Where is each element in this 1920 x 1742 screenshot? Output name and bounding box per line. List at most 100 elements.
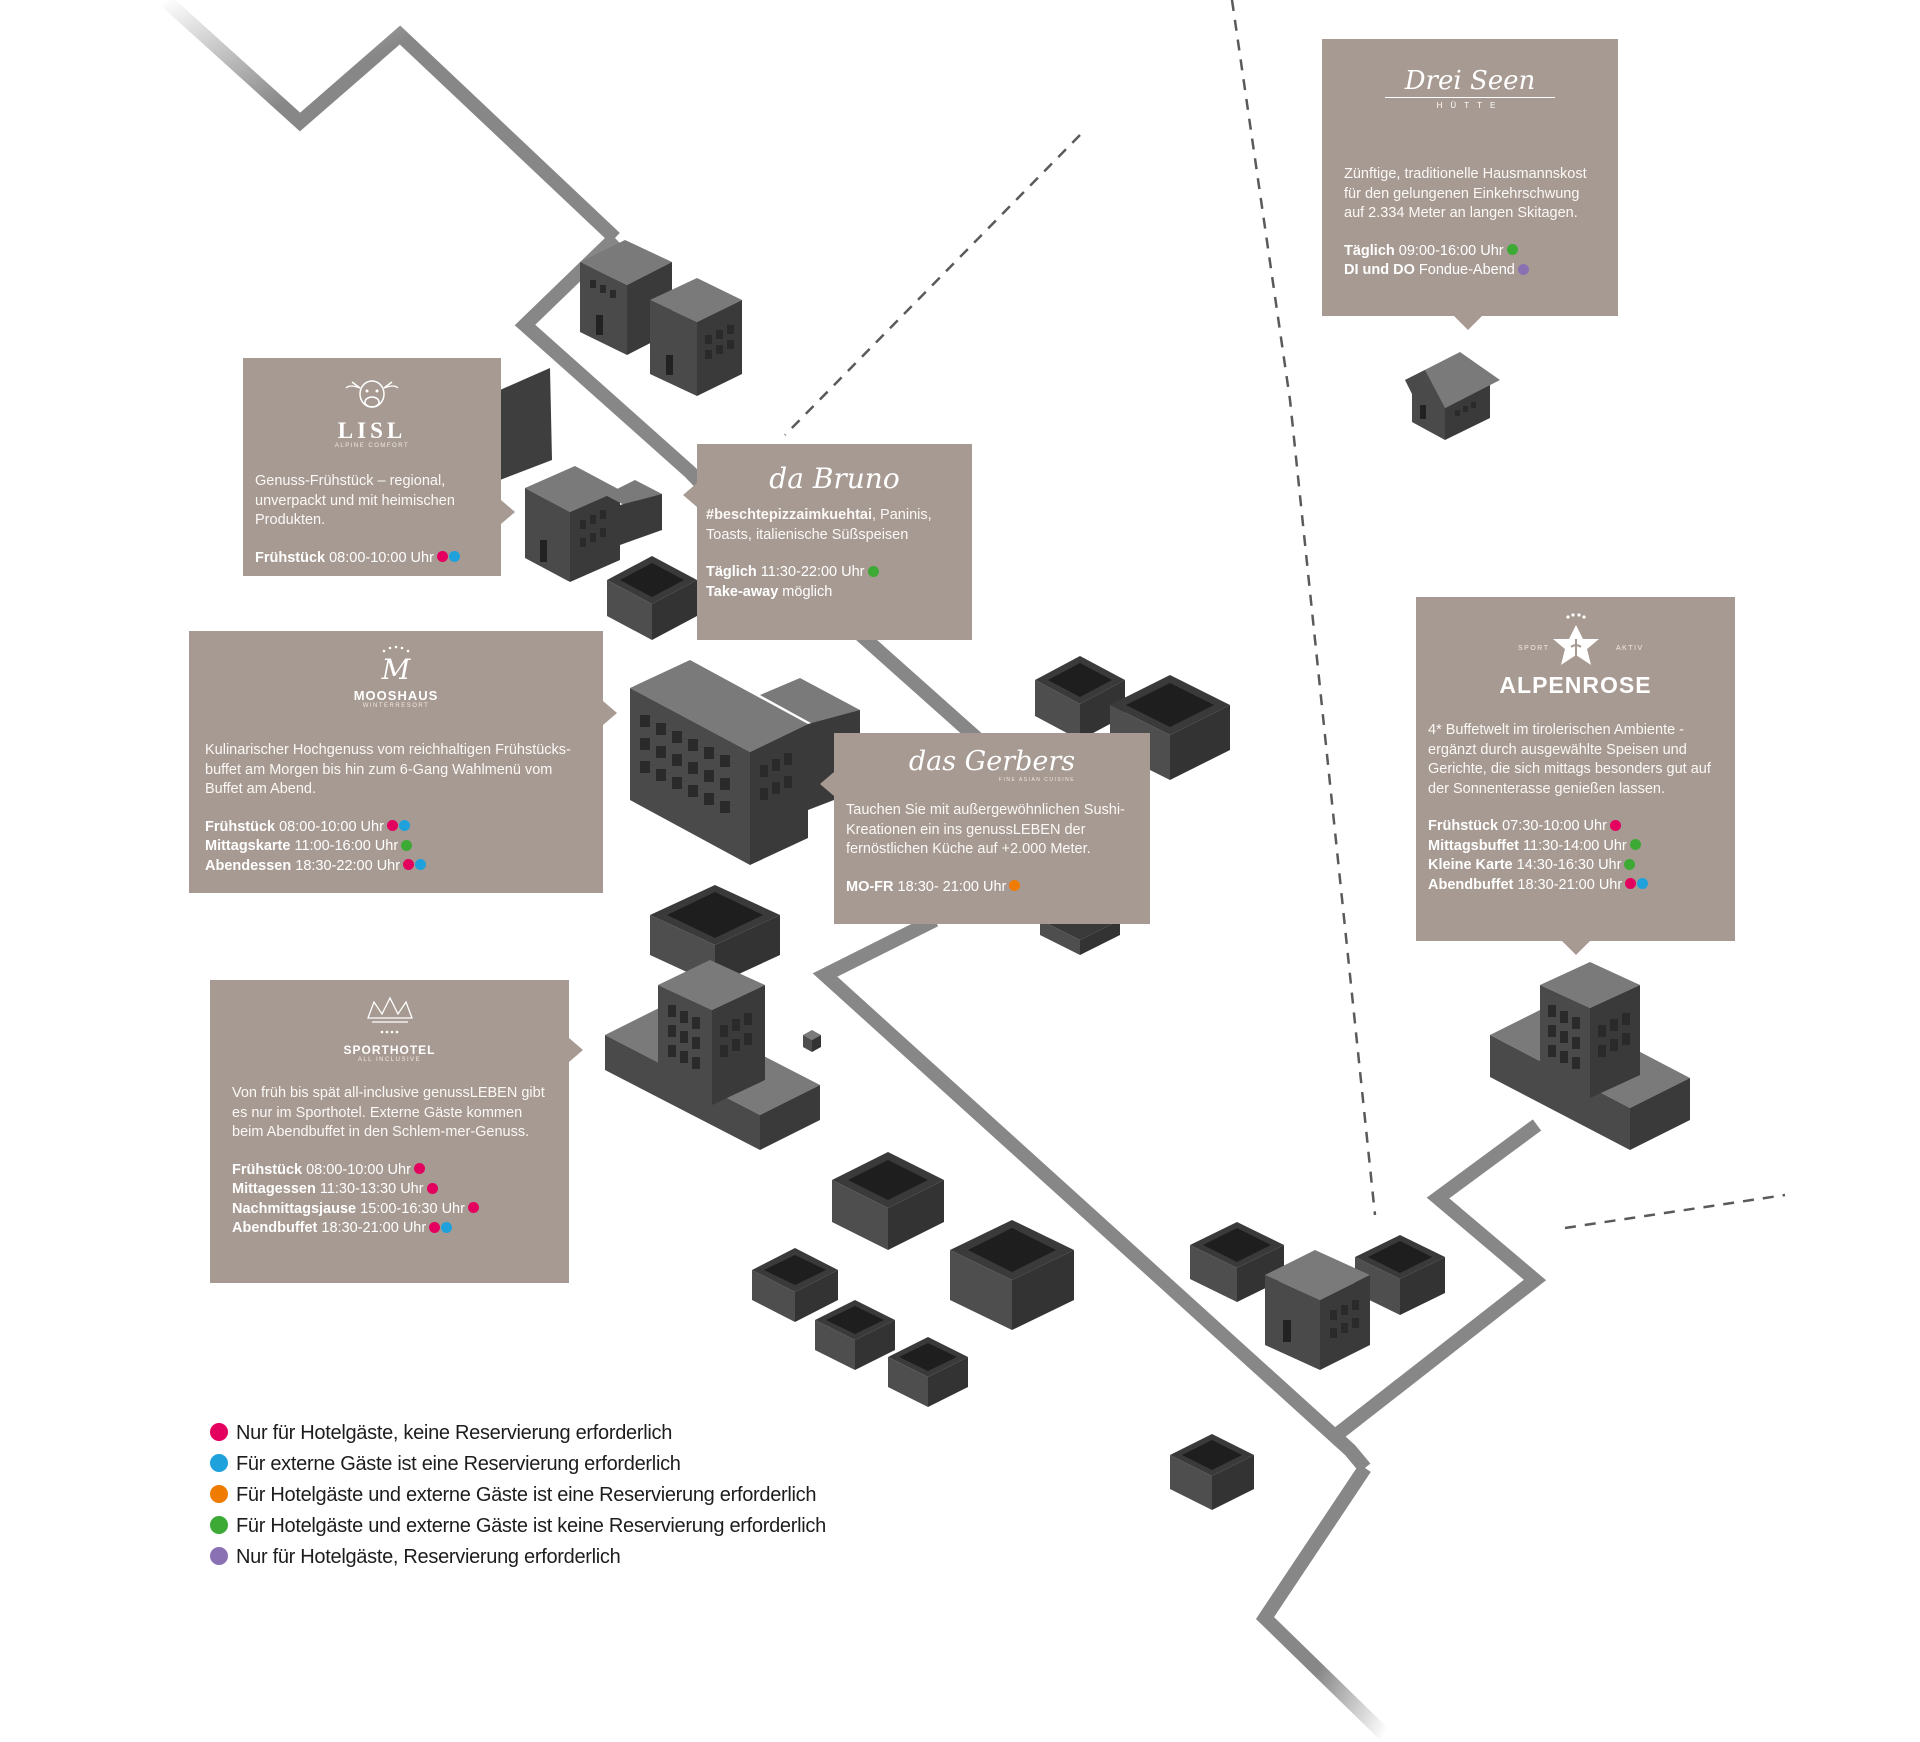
hours-time: 18:30- 21:00 Uhr [893,878,1007,895]
status-dot-green [1629,839,1641,851]
hours-row: Mittagessen 11:30-13:30 Uhr [232,1180,547,1200]
dashed-paths [784,0,1786,1230]
legend-dot-green [210,1515,228,1534]
dashed-path-right [1564,1193,1786,1230]
dabruno-hashtag: #beschtepizzaimkuehtai [706,507,872,523]
legend-dot-magenta [210,1422,228,1441]
card-lisl[interactable]: LISL ALPINE COMFORT Genuss-Frühstück – r… [243,358,501,576]
hours-row: Täglich 11:30-22:00 Uhr [706,563,963,583]
hours-time: 18:30-21:00 Uhr [317,1220,427,1236]
hours-label: Mittagsbuffet [1428,837,1520,854]
lisl-hours: Frühstück 08:00-10:00 Uhr [255,549,489,569]
legend-dot-purple [210,1546,228,1565]
hours-time: 18:30-22:00 Uhr [291,857,401,874]
hours-row: Frühstück 08:00-10:00 Uhr [255,549,489,569]
dabruno-pointer [683,483,697,507]
building-lisl [500,368,662,582]
alpenrose-logo-left: SPORT [1518,645,1550,652]
status-dot-green [1624,858,1636,870]
dabruno-description: #beschtepizzaimkuehtai, Paninis, Toasts,… [706,506,963,545]
card-mooshaus[interactable]: M MOOSHAUS WINTERRESORT Kulinarischer Ho… [189,631,603,893]
legend-dot-orange [210,1484,228,1503]
status-dot-green [867,565,879,577]
legend-item: Nur für Hotelgäste, Reservierung erforde… [210,1542,826,1573]
status-dot-magenta [436,551,448,563]
road-main [812,913,1371,1473]
dreiseen-description: Zünftige, traditionelle Hausmannskost fü… [1344,166,1587,221]
hours-label: Täglich [706,564,757,580]
hours-label: MO-FR [846,878,894,895]
alpenrose-logo-text: ALPENROSE [1499,672,1652,698]
status-dot-magenta [403,859,415,871]
building-box-10 [888,1337,968,1407]
legend-item: Für Hotelgäste und externe Gäste ist kei… [210,1511,826,1542]
legend-text: Nur für Hotelgäste, keine Reservierung e… [236,1422,673,1444]
legend-text: Für Hotelgäste und externe Gäste ist kei… [236,1515,826,1537]
building-box-13 [1170,1434,1254,1510]
hours-label: Nachmittagsjause [232,1200,357,1217]
building-alpenrose [1490,962,1690,1150]
alpenrose-flower-icon [1552,613,1599,665]
svg-text:M: M [381,653,412,683]
card-dabruno[interactable]: da Bruno #beschtepizzaimkuehtai, Paninis… [697,444,972,640]
hours-row: Frühstück 08:00-10:00 Uhr [205,818,587,838]
hours-label: Frühstück [255,549,326,566]
building-hut-dreiseen [1405,352,1500,440]
lisl-logo: LISL ALPINE COMFORT [255,358,489,464]
building-box-12 [1355,1235,1445,1315]
gerbers-logo: das Gerbers FINE ASIAN CUISINE [846,733,1138,799]
hours-time: 11:30-13:30 Uhr [315,1181,424,1197]
hours-time: 15:00-16:30 Uhr [356,1200,465,1217]
card-alpenrose[interactable]: SPORT AKTIV ALPENROSE 4* Buffetwelt im t… [1416,597,1735,941]
hours-time: 18:30-21:00 Uhr [1513,876,1623,893]
building-box-1 [607,556,697,640]
legend-dot-cyan [210,1453,228,1472]
lisl-logo-text: LISL [337,418,407,443]
hours-time: 07:30-10:00 Uhr [1498,818,1607,834]
hours-row: Nachmittagsjause 15:00-16:30 Uhr [232,1200,547,1220]
card-dreiseen[interactable]: Drei Seen HÜTTE Zünftige, traditionelle … [1322,39,1618,316]
mooshaus-logo-text: MOOSHAUS [353,688,439,703]
status-dot-magenta [386,820,398,832]
status-dot-cyan [415,859,427,871]
sporthotel-logo-subtext: ALL INCLUSIVE [357,1057,422,1063]
mooshaus-logo-subtext: WINTERRESORT [362,703,430,709]
gerbers-pointer [820,772,834,796]
hours-label: Abendbuffet [232,1220,318,1236]
status-dot-green [401,839,413,851]
hours-label: Täglich [1344,242,1395,259]
hours-label: Abendbuffet [1428,876,1514,893]
hours-label: DI und DO [1344,262,1415,278]
legend-text: Für externe Gäste ist eine Reservierung … [236,1453,681,1475]
road-bottom [1255,1464,1390,1741]
card-gerbers[interactable]: das Gerbers FINE ASIAN CUISINE Tauchen S… [834,733,1150,924]
hours-row: DI und DO Fondue-Abend [1344,261,1596,281]
card-sporthotel[interactable]: SPORTHOTEL ALL INCLUSIVE Von früh bis sp… [210,980,569,1283]
status-dot-magenta [1609,819,1621,831]
status-dot-cyan [1637,878,1649,890]
lisl-logo-subtext: ALPINE COMFORT [334,443,410,449]
hours-row: Take-away möglich [706,583,963,603]
road-right [1325,1119,1547,1446]
hours-label: Frühstück [205,818,276,835]
hours-label: Frühstück [1428,818,1499,834]
building-box-11 [1190,1222,1284,1302]
legend-text: Für Hotelgäste und externe Gäste ist ein… [236,1484,817,1506]
status-dot-magenta [413,1163,425,1175]
alpenrose-description: 4* Buffetwelt im tirolerischen Ambiente … [1428,722,1711,797]
status-dot-orange [1009,880,1021,892]
hours-time: möglich [778,583,833,600]
mooshaus-logo: M MOOSHAUS WINTERRESORT [205,631,587,737]
legend: Nur für Hotelgäste, keine Reservierung e… [210,1418,826,1573]
building-box-6 [832,1152,944,1250]
hours-row: Täglich 09:00-16:00 Uhr [1344,242,1596,262]
sporthotel-description: Von früh bis spät all-inclusive genussLE… [232,1085,545,1140]
hours-time: 08:00-10:00 Uhr [275,818,384,835]
status-dot-magenta [426,1182,438,1194]
sporthotel-pointer [569,1038,583,1062]
hours-row: Frühstück 08:00-10:00 Uhr [232,1161,547,1181]
